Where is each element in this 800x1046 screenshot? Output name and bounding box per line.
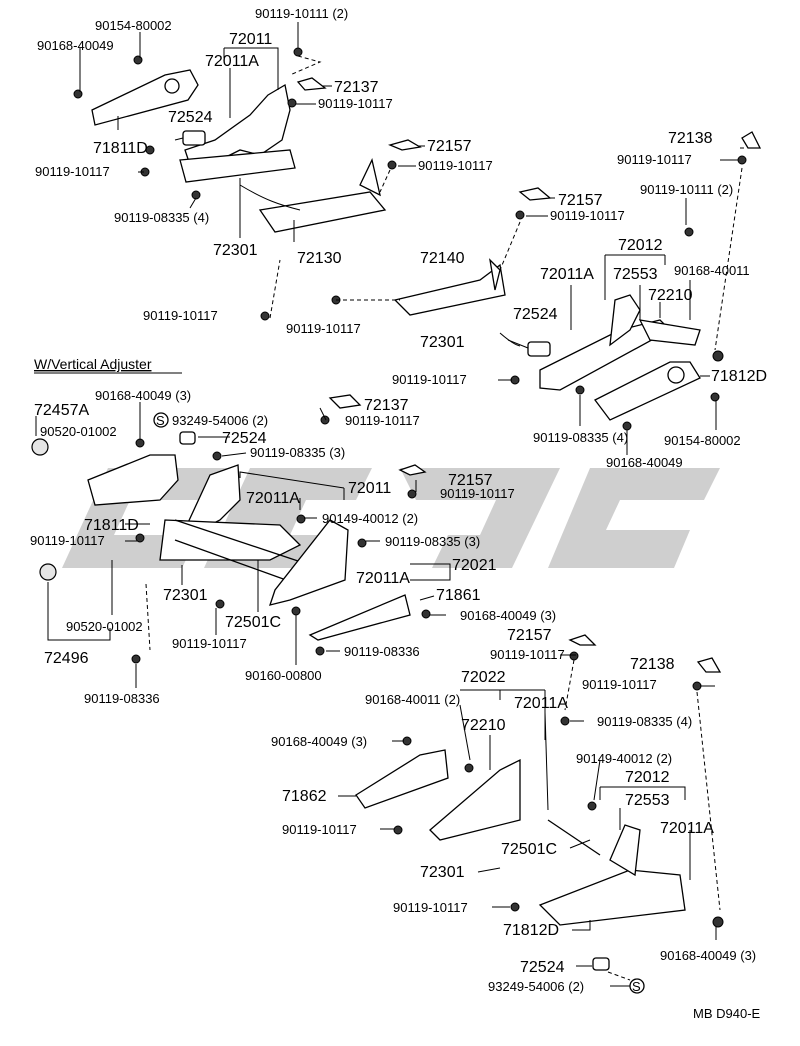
- part-label: 72524: [520, 959, 565, 976]
- part-label: 72011A: [246, 490, 300, 507]
- part-label: 72011: [229, 31, 272, 48]
- part-label: 90168-40049 (3): [460, 608, 556, 623]
- part-label: 90119-10117: [30, 533, 105, 548]
- part-label: 71861: [436, 587, 481, 604]
- part-label: 72301: [420, 864, 465, 881]
- top-right-seat-track: [393, 131, 762, 421]
- part-label: 90168-40049: [606, 455, 683, 470]
- part-label: 72012: [618, 237, 663, 254]
- part-label: 90119-10117: [392, 372, 467, 387]
- section-heading-vertical-adjuster: W/Vertical Adjuster: [34, 356, 152, 372]
- part-label: 90168-40011 (2): [365, 692, 460, 707]
- part-label: 72157: [448, 472, 493, 489]
- part-label: 90119-10117: [318, 96, 393, 111]
- part-label: 90168-40049 (3): [660, 948, 756, 963]
- part-label: 72524: [513, 306, 558, 323]
- part-label: 90119-10111 (2): [255, 6, 348, 21]
- part-label: 72138: [668, 130, 713, 147]
- part-label: 72210: [461, 717, 506, 734]
- part-label: 72157: [507, 627, 552, 644]
- part-label: 71812D: [711, 368, 767, 385]
- part-label: 72137: [334, 79, 379, 96]
- footnote-symbol-1: S: [156, 413, 165, 428]
- part-label: 72157: [427, 138, 472, 155]
- drawing-code: MB D940-E: [693, 1006, 761, 1021]
- part-label: 90149-40012 (2): [322, 511, 418, 526]
- lower-left-assembly: [31, 394, 427, 641]
- part-label: 90119-08335 (4): [533, 430, 628, 445]
- part-label: 72140: [420, 250, 465, 267]
- part-label: 72301: [163, 587, 208, 604]
- part-label: 72501C: [501, 841, 557, 858]
- part-label: 90520-01002: [66, 619, 143, 634]
- part-label: 72301: [420, 334, 465, 351]
- part-label: 72011: [348, 480, 391, 497]
- lower-right-assembly: [355, 634, 722, 971]
- part-labels: 90154-80002 90168-40049 90119-10111 (2) …: [30, 6, 767, 994]
- part-label: 90119-08335 (3): [250, 445, 345, 460]
- part-label: 90154-80002: [95, 18, 172, 33]
- part-label: 71811D: [84, 517, 139, 534]
- part-label: 72553: [613, 266, 658, 283]
- part-label: 90168-40011: [674, 263, 750, 278]
- part-label: 90119-08336: [344, 644, 420, 659]
- part-label: 90119-10117: [35, 164, 110, 179]
- part-label: 72011A: [514, 695, 568, 712]
- part-label: 72130: [297, 250, 342, 267]
- part-label: 72210: [648, 287, 693, 304]
- part-label: 90168-40049 (3): [95, 388, 191, 403]
- part-label: 90119-10117: [617, 152, 692, 167]
- part-label: 90154-80002: [664, 433, 741, 448]
- part-label: 72011A: [205, 53, 259, 70]
- part-label: 90119-10111 (2): [640, 182, 733, 197]
- part-label: 90168-40049: [37, 38, 114, 53]
- part-label: 90119-10117: [440, 486, 515, 501]
- part-label: 90119-08335 (4): [597, 714, 692, 729]
- part-label: 90119-10117: [143, 308, 218, 323]
- part-label: 90149-40012 (2): [576, 751, 672, 766]
- part-label: 72524: [222, 430, 267, 447]
- part-label: 71811D: [93, 140, 148, 157]
- top-left-seat-track: [91, 69, 422, 233]
- part-label: 71812D: [503, 922, 559, 939]
- part-label: 72524: [168, 109, 213, 126]
- part-label: 90119-10117: [550, 208, 625, 223]
- part-label: 90520-01002: [40, 424, 117, 439]
- part-label: 90160-00800: [245, 668, 322, 683]
- part-label: 90119-08336: [84, 691, 160, 706]
- part-label: 72011A: [660, 820, 714, 837]
- part-label: 90119-10117: [345, 413, 420, 428]
- part-label: 93249-54006 (2): [172, 413, 268, 428]
- part-label: 93249-54006 (2): [488, 979, 584, 994]
- part-label: 90168-40049 (3): [271, 734, 367, 749]
- part-label: 90119-08335 (3): [385, 534, 480, 549]
- footnote-symbol-2: S: [632, 979, 641, 994]
- part-label: 90119-08335 (4): [114, 210, 209, 225]
- part-label: 71862: [282, 788, 327, 805]
- part-label: 72011A: [540, 266, 594, 283]
- part-label: 90119-10117: [286, 321, 361, 336]
- part-label: 72011A: [356, 570, 410, 587]
- part-label: 72301: [213, 242, 258, 259]
- part-label: 72012: [625, 769, 670, 786]
- part-label: 72553: [625, 792, 670, 809]
- part-label: 90119-10117: [418, 158, 493, 173]
- part-label: 90119-10117: [582, 677, 657, 692]
- part-label: 72157: [558, 192, 603, 209]
- leader-lines: [35, 22, 744, 987]
- part-label: 72496: [44, 650, 89, 667]
- part-label: 72022: [461, 669, 506, 686]
- part-label: 72137: [364, 397, 409, 414]
- part-label: 72138: [630, 656, 675, 673]
- part-label: 72021: [452, 557, 497, 574]
- part-label: 90119-10117: [282, 822, 357, 837]
- footnote-symbols: S S: [153, 412, 645, 994]
- part-label: 72501C: [225, 614, 281, 631]
- part-label: 90119-10117: [490, 647, 565, 662]
- part-label: 72457A: [34, 402, 89, 419]
- part-label: 90119-10117: [393, 900, 468, 915]
- part-label: 90119-10117: [172, 636, 247, 651]
